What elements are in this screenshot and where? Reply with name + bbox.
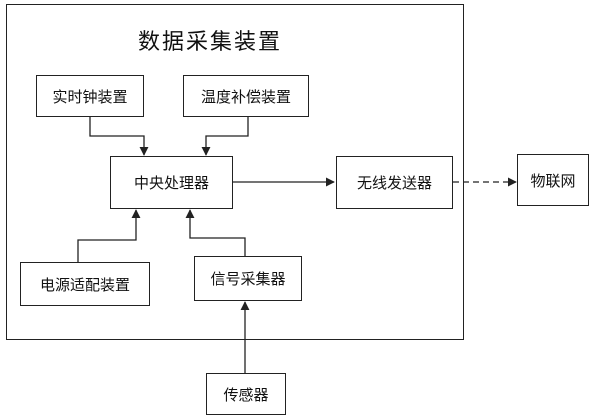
diagram-title: 数据采集装置 bbox=[138, 30, 283, 55]
data-acquisition-device-boundary bbox=[6, 4, 464, 340]
node-wireless-transmitter: 无线发送器 bbox=[336, 156, 453, 209]
node-rtc: 实时钟装置 bbox=[36, 75, 144, 117]
node-signal-collector: 信号采集器 bbox=[194, 256, 302, 301]
node-power-adapter: 电源适配装置 bbox=[20, 262, 150, 306]
arrow-signal-to-cpu bbox=[185, 209, 246, 256]
arrow-power-to-cpu bbox=[77, 209, 141, 262]
node-sensor: 传感器 bbox=[206, 373, 286, 415]
node-cpu: 中央处理器 bbox=[110, 156, 233, 209]
node-iot: 物联网 bbox=[517, 154, 589, 206]
arrow-temp-to-cpu bbox=[201, 117, 249, 156]
node-temperature-compensation: 温度补偿装置 bbox=[183, 75, 309, 117]
arrow-rtc-to-cpu bbox=[89, 117, 149, 156]
